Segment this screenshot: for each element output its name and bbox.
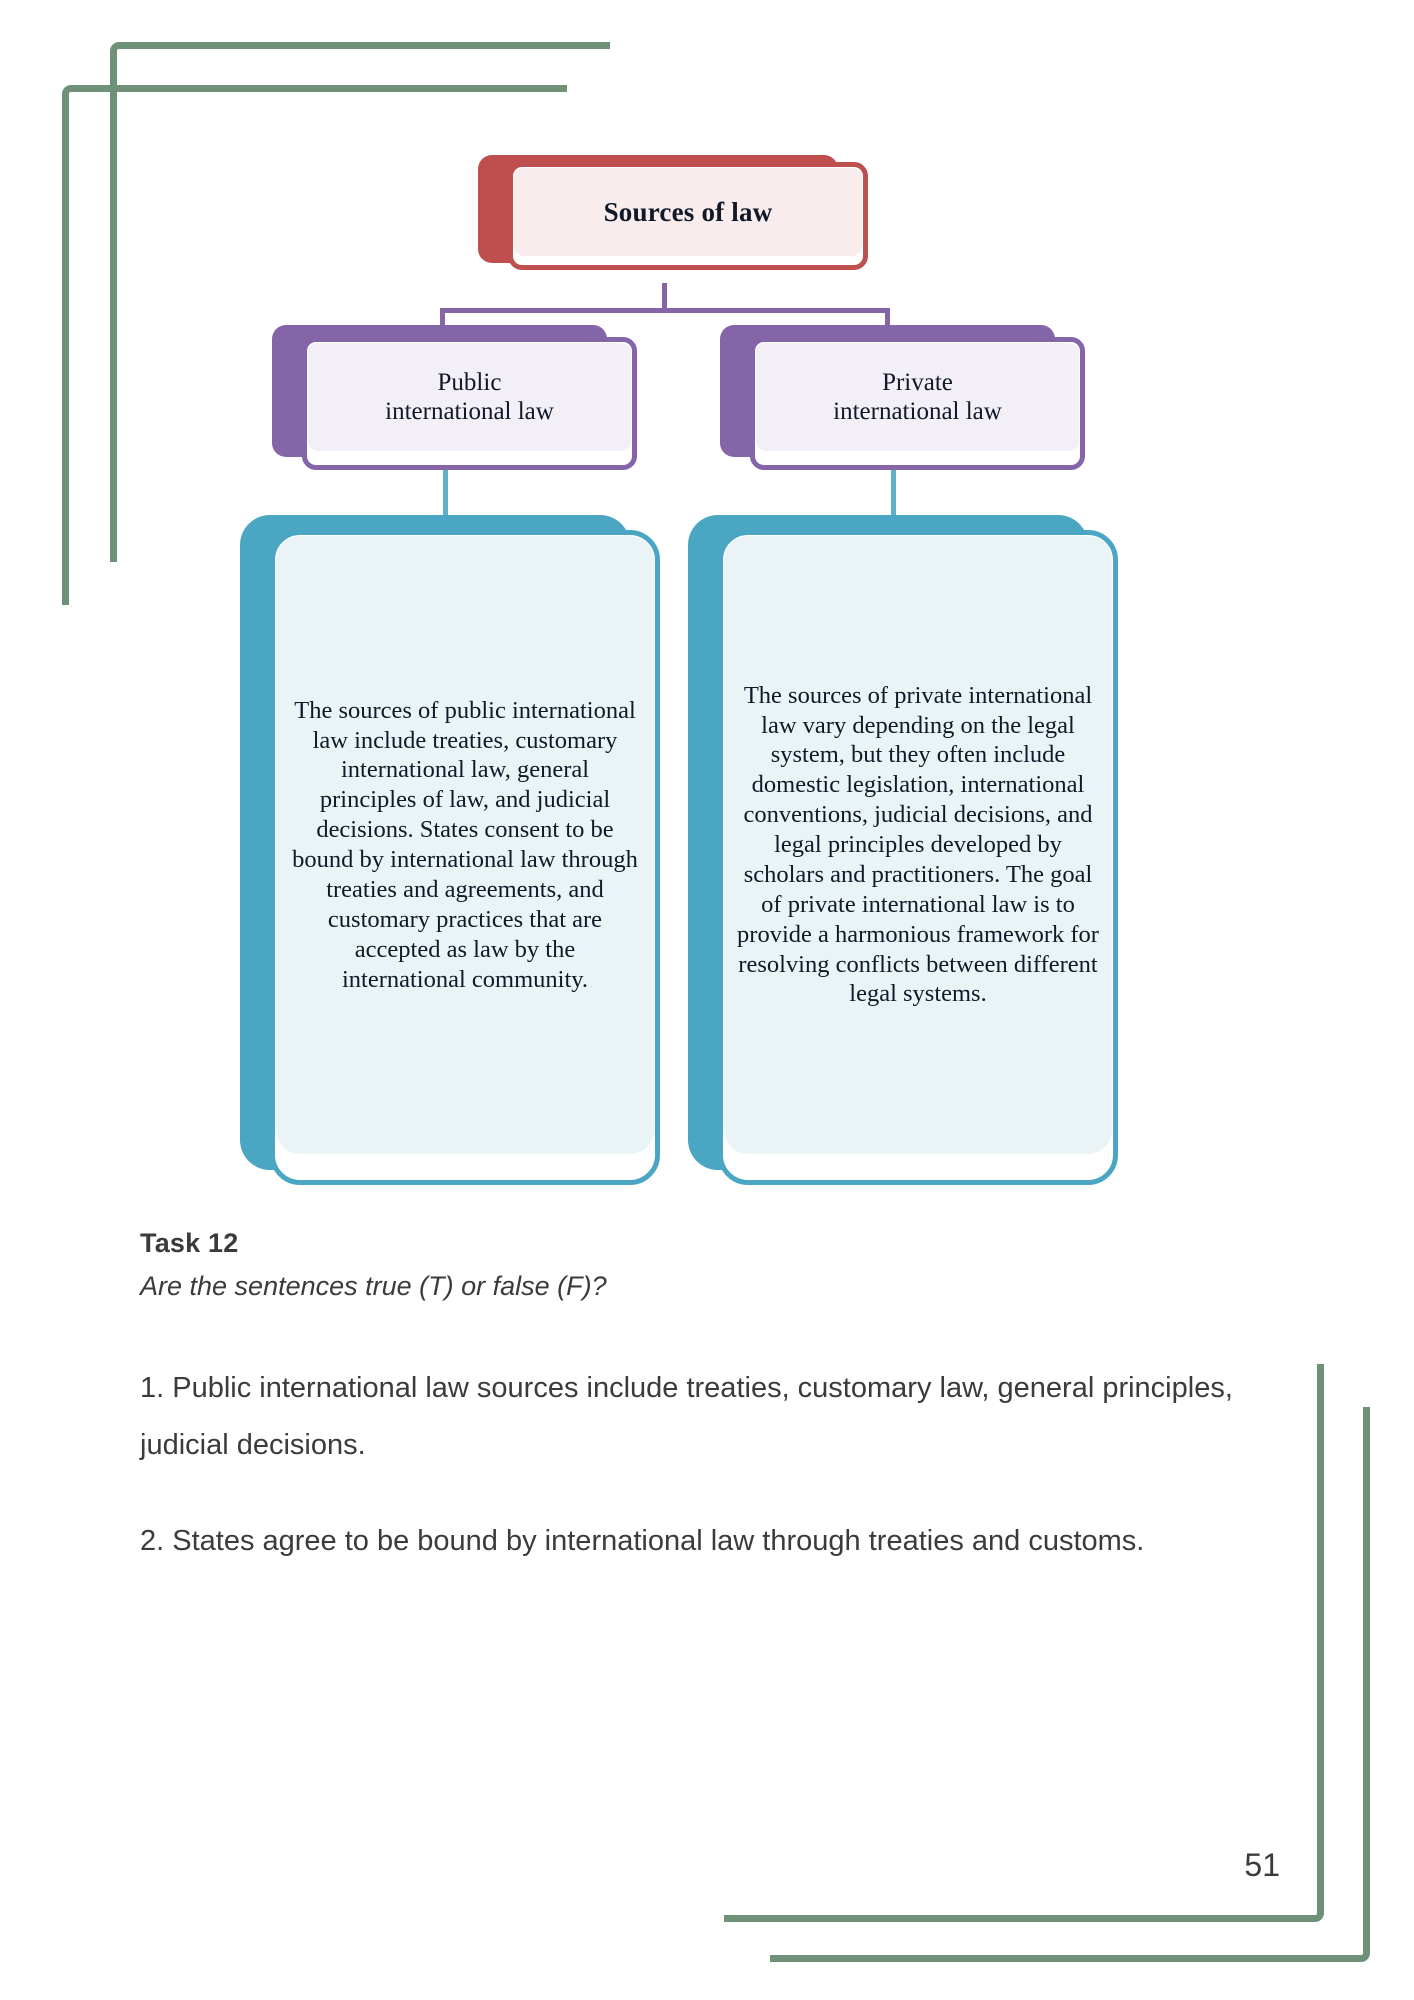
diagram-title-label: Sources of law: [514, 168, 862, 256]
connector-horizontal-bar: [440, 308, 890, 313]
sources-of-law-diagram: Sources of law Public international law …: [240, 155, 1118, 1185]
task-statement-1: 1. Public international law sources incl…: [140, 1372, 1233, 1461]
node-private-international-law-detail: The sources of private international law…: [688, 515, 1118, 1185]
decorative-corner-top-left-outer: [110, 42, 610, 562]
connector-left-drop: [440, 308, 445, 330]
task-statement-2: 2. States agree to be bound by internati…: [140, 1525, 1145, 1558]
private-detail-text: The sources of private international law…: [724, 536, 1112, 1154]
diagram-title-node: Sources of law: [478, 155, 868, 270]
connector-private-to-detail: [891, 470, 896, 520]
node-public-international-law: Public international law: [272, 325, 637, 470]
task-section: Task 12 Are the sentences true (T) or fa…: [140, 1228, 1240, 1610]
node-public-international-law-detail: The sources of public international law …: [240, 515, 660, 1185]
decorative-corner-top-left-inner: [62, 85, 567, 605]
connector-right-drop: [885, 308, 890, 330]
public-node-label: Public international law: [308, 343, 631, 451]
decorative-corner-bottom-right-inner: [724, 1364, 1324, 1922]
public-detail-text: The sources of public international law …: [276, 536, 654, 1154]
task-prompt: Are the sentences true (T) or false (F)?: [140, 1271, 607, 1301]
page-number: 51: [1244, 1847, 1280, 1883]
task-heading: Task 12: [140, 1228, 239, 1258]
node-private-international-law: Private international law: [720, 325, 1085, 470]
connector-public-to-detail: [443, 470, 448, 520]
decorative-corner-bottom-right-outer: [770, 1407, 1370, 1962]
connector-title-stem: [662, 283, 667, 313]
private-node-label: Private international law: [756, 343, 1079, 451]
